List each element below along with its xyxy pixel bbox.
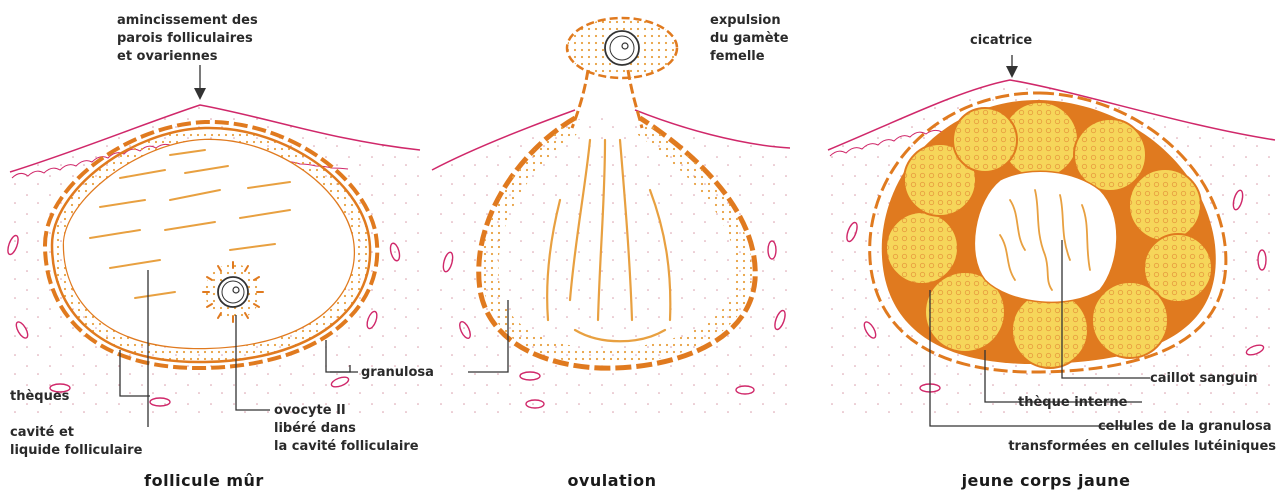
panel-follicule-mur: amincissement des parois folliculaires e…	[6, 13, 434, 490]
label-theque-interne: thèque interne	[1018, 395, 1128, 410]
label-expulsion: expulsion du gamète femelle	[710, 13, 793, 64]
panel-corps-jaune: cicatrice caillot sanguin thèque interne…	[828, 33, 1276, 490]
label-cicatrice: cicatrice	[970, 33, 1032, 48]
caption-ovulation: ovulation	[567, 471, 656, 490]
label-cavite: cavité et liquide folliculaire	[10, 425, 143, 458]
label-granulosa: granulosa	[361, 365, 434, 380]
expelled-oocyte	[567, 18, 677, 78]
caption-corps-jaune: jeune corps jaune	[961, 471, 1131, 490]
panel-ovulation: expulsion du gamète femelle ovulation	[432, 13, 793, 490]
central-cavity	[974, 171, 1117, 302]
caption-follicule-mur: follicule mûr	[144, 471, 264, 490]
label-theques: thèques	[10, 389, 70, 404]
label-caillot: caillot sanguin	[1150, 371, 1258, 386]
label-cellules: cellules de la granulosa transformées en…	[1008, 419, 1276, 454]
label-amincissement: amincissement des parois folliculaires e…	[117, 13, 262, 64]
